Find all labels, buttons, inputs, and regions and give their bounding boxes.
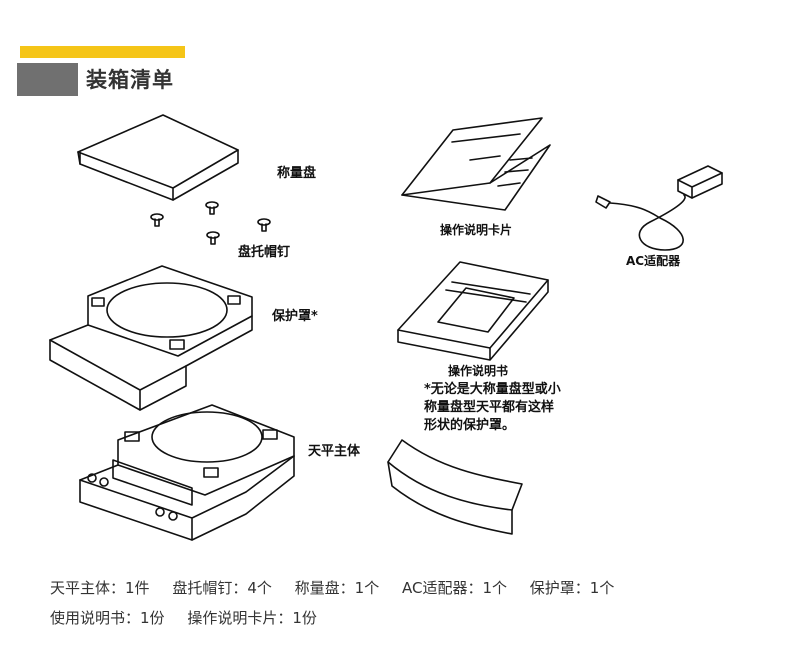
header-accent-bar [20,46,185,58]
label-main-unit: 天平主体 [308,444,361,459]
summary-item: 使用说明书：1份 [50,609,165,627]
note-line: 称量盘型天平都有这样 [424,400,555,415]
summary-item: AC适配器：1个 [401,579,507,597]
note-line: *无论是大称量盘型或小 [424,382,561,397]
label-draft-shield: 保护罩* [272,309,318,324]
ac-adapter-drawing [595,165,723,251]
summary-item: 保护罩：1个 [529,579,615,597]
label-pan-pins: 盘托帽钉 [238,245,291,260]
summary-item: 操作说明卡片：1份 [187,609,317,627]
summary-line-2: 使用说明书：1份 操作说明卡片：1份 [50,607,335,628]
protective-cover-drawing [387,439,523,535]
summary-line-1: 天平主体：1件 盘托帽钉：4个 称量盘：1个 AC适配器：1个 保护罩：1个 [50,577,632,598]
section-title: 装箱清单 [86,68,174,92]
shield-note: *无论是大称量盘型或小 称量盘型天平都有这样 形状的保护罩。 [424,381,624,435]
label-manual: 操作说明书 [448,364,509,378]
label-weighing-pan: 称量盘 [277,166,317,181]
summary-item: 盘托帽钉：4个 [172,579,272,597]
main-unit-drawing [79,404,295,541]
draft-shield-drawing [49,265,253,411]
header-grey-block [17,63,78,96]
label-operation-card: 操作说明卡片 [440,223,513,237]
operation-card-drawing [401,117,551,211]
note-line: 形状的保护罩。 [424,418,516,433]
summary-item: 天平主体：1件 [50,579,150,597]
manual-drawing [397,261,549,361]
weighing-pan-drawing [77,114,239,201]
pan-pins-drawing [150,201,271,245]
summary-item: 称量盘：1个 [294,579,380,597]
label-ac-adapter: AC适配器 [626,254,681,268]
